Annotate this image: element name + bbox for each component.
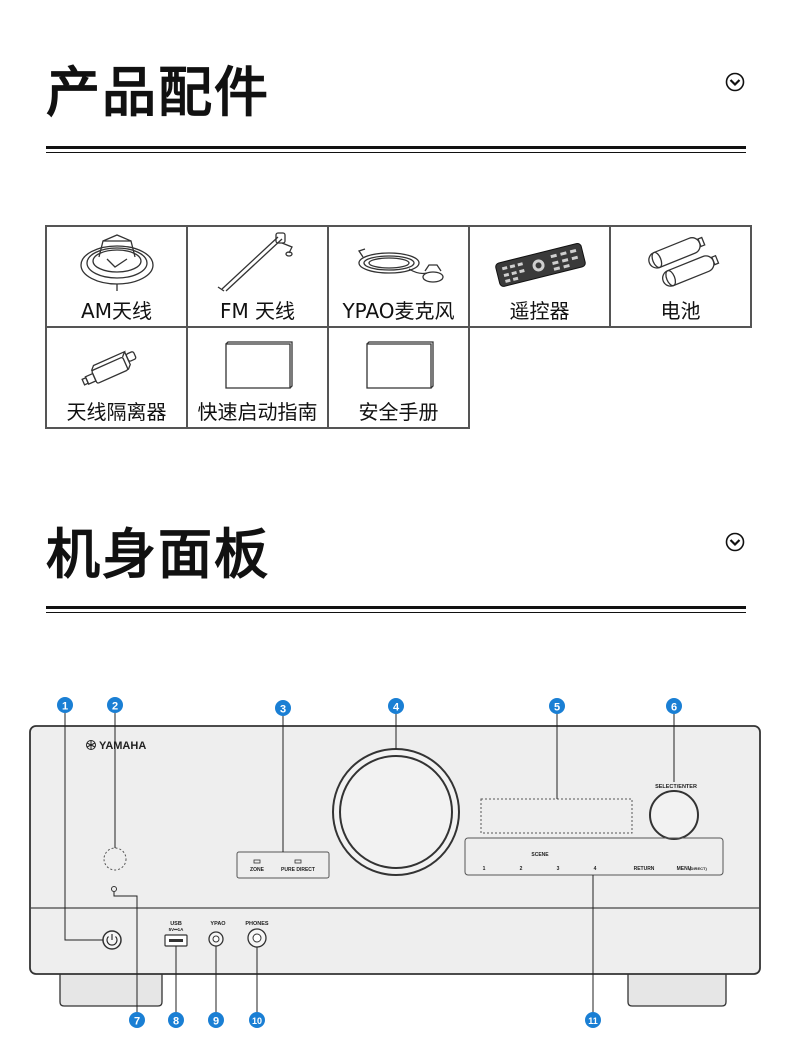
accessory-label: 安全手册 xyxy=(358,400,439,424)
accessory-cell: 安全手册 xyxy=(327,326,470,429)
volume-knob[interactable] xyxy=(332,748,460,876)
accessory-cell: 电池 xyxy=(609,225,752,328)
callout-number: 10 xyxy=(252,1016,262,1026)
empty-cell xyxy=(469,327,610,428)
fm-antenna-icon xyxy=(217,232,293,292)
accessory-cell: AM天线 xyxy=(45,225,188,328)
zone-label: ZONE xyxy=(250,867,265,873)
accessory-label: FM 天线 xyxy=(219,299,296,323)
ypao-microphone-icon xyxy=(357,248,444,283)
callout-badge xyxy=(388,698,404,714)
callout-number: 4 xyxy=(393,702,400,714)
callout-leader-lines xyxy=(64,705,675,1013)
section-divider-thin xyxy=(46,152,746,153)
brand-logo-text: YAMAHA xyxy=(99,740,146,752)
callout-badge xyxy=(585,1012,601,1028)
select-enter-knob[interactable] xyxy=(649,790,699,840)
callout-number: 5 xyxy=(554,702,560,714)
accessory-label: 遥控器 xyxy=(509,299,570,323)
yamaha-logo-icon xyxy=(86,740,96,750)
callout-number: 2 xyxy=(112,701,118,713)
callout-badge xyxy=(549,698,565,714)
section-divider-thin xyxy=(46,612,746,613)
accessory-label: 快速启动指南 xyxy=(197,400,318,424)
phones-label: PHONES xyxy=(245,921,269,927)
standby-indicator xyxy=(111,886,117,892)
batteries-icon xyxy=(648,236,720,287)
callout-badge xyxy=(129,1012,145,1028)
accessory-cell: 快速启动指南 xyxy=(186,326,329,429)
accessory-label: 天线隔离器 xyxy=(66,400,167,424)
panel-feet xyxy=(59,973,727,1007)
front-panel-illustration: YAMAHA ZONE PURE DIRECT SELECT/ENTER SCE… xyxy=(29,697,761,1028)
remote-control-icon xyxy=(495,243,586,287)
select-enter-label: SELECT/ENTER xyxy=(655,784,697,790)
callout-number: 6 xyxy=(671,702,677,714)
accessory-label: 电池 xyxy=(660,299,701,323)
section-divider xyxy=(46,606,746,609)
accessories-table: AM天线 FM 天线 xyxy=(45,225,752,429)
callout-number: 11 xyxy=(588,1016,598,1026)
zone-button[interactable] xyxy=(253,859,261,864)
callout-badge xyxy=(57,697,73,713)
power-icon xyxy=(106,936,118,946)
callout-number: 3 xyxy=(280,704,286,716)
am-antenna-icon xyxy=(80,234,154,291)
scene-3-button[interactable]: 3 xyxy=(557,866,560,872)
accessory-label: AM天线 xyxy=(81,299,152,323)
callout-number: 1 xyxy=(62,701,68,713)
usb-rating-label: 5V⎓1A xyxy=(169,927,185,932)
booklet-icon xyxy=(225,341,293,389)
callout-badge xyxy=(666,698,682,714)
expand-chevron-icon[interactable] xyxy=(725,532,745,552)
callout-badges xyxy=(57,697,682,1028)
accessories-title: 产品配件 xyxy=(46,61,270,124)
accessory-cell: 天线隔离器 xyxy=(45,326,188,429)
accessory-cell: YPAO麦克风 xyxy=(327,225,470,328)
scene-1-button[interactable]: 1 xyxy=(483,866,486,872)
pure-direct-label: PURE DIRECT xyxy=(281,867,315,873)
section-divider xyxy=(46,146,746,149)
callout-number: 7 xyxy=(134,1016,140,1028)
pure-direct-button[interactable] xyxy=(294,859,302,864)
remote-sensor xyxy=(103,847,127,871)
scene-2-button[interactable]: 2 xyxy=(520,866,523,872)
callout-badge xyxy=(249,1012,265,1028)
antenna-isolator-icon xyxy=(81,350,137,386)
menu-button[interactable]: MENU xyxy=(677,866,692,872)
ypao-label: YPAO xyxy=(210,921,226,927)
callout-badge xyxy=(107,697,123,713)
empty-cell xyxy=(610,327,751,428)
return-button[interactable]: RETURN xyxy=(634,866,655,872)
scene-4-button[interactable]: 4 xyxy=(594,866,597,872)
front-display xyxy=(480,798,633,834)
expand-chevron-icon[interactable] xyxy=(725,72,745,92)
scene-buttons-frame xyxy=(464,837,724,876)
booklet-icon xyxy=(366,341,434,389)
callout-badge xyxy=(168,1012,184,1028)
callout-badge xyxy=(208,1012,224,1028)
accessory-cell: 遥控器 xyxy=(468,225,611,328)
usb-label: USB xyxy=(170,921,182,927)
callout-number: 8 xyxy=(173,1016,179,1028)
front-panel-title: 机身面板 xyxy=(46,523,270,586)
direct-label: (DIRECT) xyxy=(689,866,707,871)
callout-badge xyxy=(275,700,291,716)
scene-label: SCENE xyxy=(531,852,549,858)
accessory-cell: FM 天线 xyxy=(186,225,329,328)
callout-number: 9 xyxy=(213,1016,219,1028)
accessory-label: YPAO麦克风 xyxy=(342,299,455,323)
